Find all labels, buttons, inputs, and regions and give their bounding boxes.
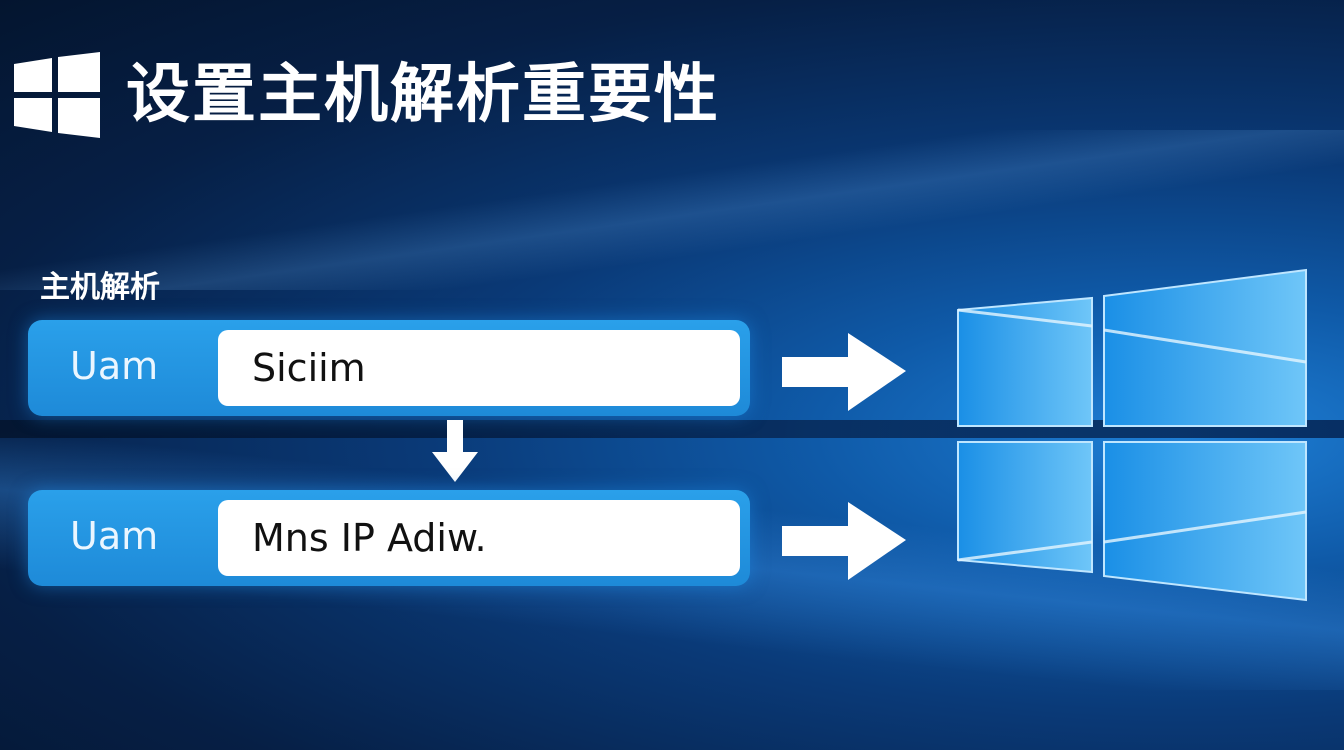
windows-hero-logo-icon: [957, 268, 1307, 602]
host-resolution-row-1: Uam Siciim: [28, 320, 750, 416]
windows-logo-icon: [14, 52, 100, 138]
arrow-right-icon: [782, 502, 906, 580]
arrow-down-icon: [432, 420, 478, 482]
row-label: Uam: [70, 344, 159, 388]
arrow-right-icon: [782, 333, 906, 411]
section-label: 主机解析: [40, 270, 160, 305]
host-resolution-row-2: Uam Mns IP Adiw.: [28, 490, 750, 586]
host-value-field-1[interactable]: Siciim: [218, 330, 740, 406]
host-value-field-2[interactable]: Mns IP Adiw.: [218, 500, 740, 576]
row-label: Uam: [70, 514, 159, 558]
page-title: 设置主机解析重要性: [126, 58, 720, 132]
